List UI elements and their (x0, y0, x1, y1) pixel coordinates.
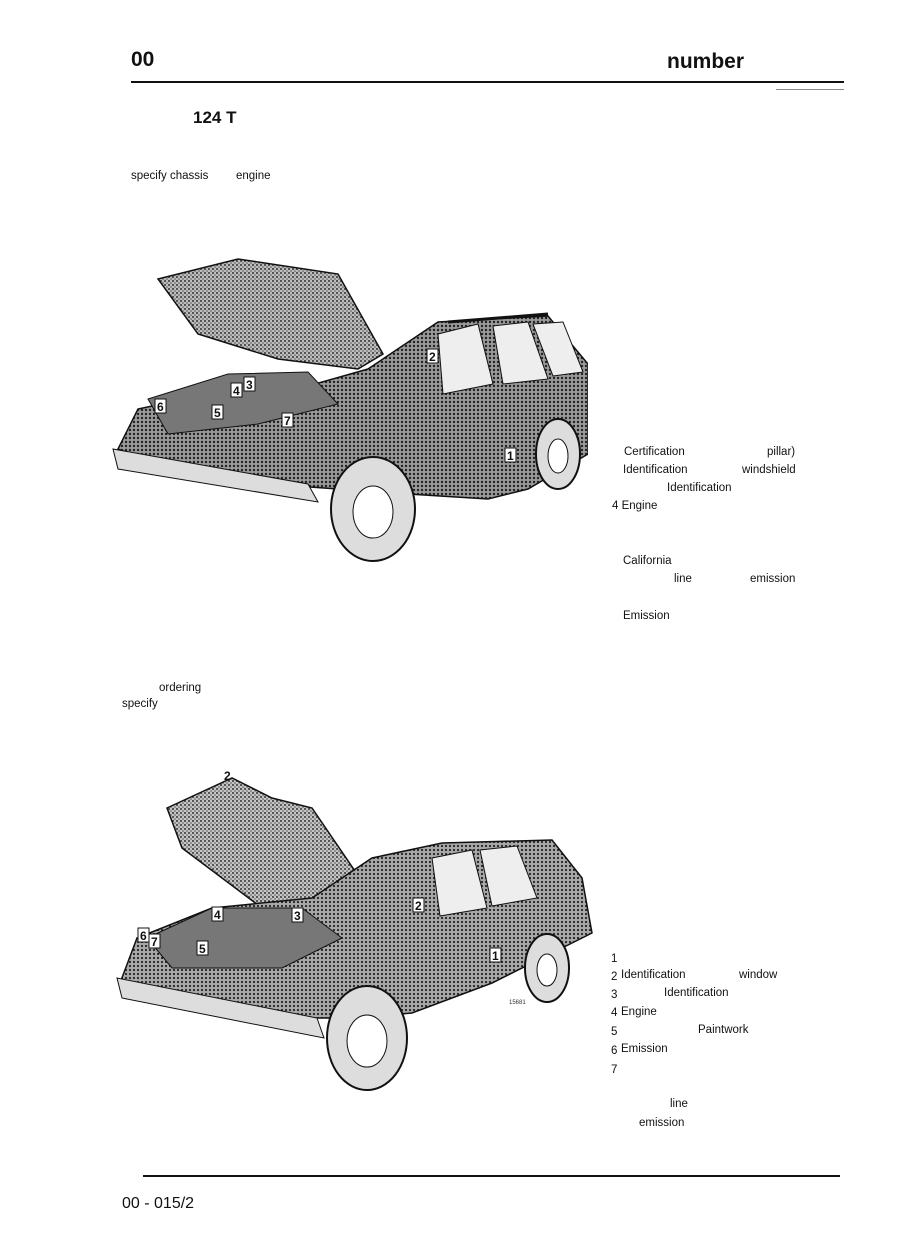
legend-number: 7 (611, 1064, 618, 1076)
callout-number: 4 (233, 384, 240, 398)
callout-badge: 3 (291, 907, 304, 923)
footer-rule (143, 1175, 840, 1177)
callout-number: 3 (294, 909, 301, 923)
header-rule-short (776, 89, 844, 90)
legend-label: California (623, 555, 672, 567)
legend-number: 1 (611, 953, 618, 965)
callout-number: 2 (224, 769, 231, 783)
legend-label: Paintwork (698, 1024, 749, 1036)
callout-number: 6 (157, 400, 164, 414)
legend-label: emission (750, 573, 796, 585)
callout-number: 7 (284, 414, 291, 428)
callout-number: 5 (199, 942, 206, 956)
callout-number: 4 (214, 908, 221, 922)
callout-badge: 2 (224, 769, 231, 783)
callout-badge: 2 (412, 897, 425, 913)
legend-label: Engine (621, 1006, 657, 1018)
estate-car-illustration: 2 4 3 6 5 7 1 (112, 258, 588, 562)
legend-label: pillar) (767, 446, 796, 458)
intro-text: specify (122, 698, 158, 710)
intro-text: ordering (159, 682, 202, 694)
callout-badge: 7 (148, 933, 161, 949)
legend-number: 6 (611, 1045, 618, 1057)
callout-badge: 7 (281, 412, 294, 428)
callout-badge: 4 (230, 382, 243, 398)
callout-badge: 6 (137, 927, 150, 943)
legend-label: 4 Engine (612, 500, 658, 512)
legend-label: emission (639, 1117, 685, 1129)
header-rule (131, 81, 844, 83)
legend-number: 5 (611, 1026, 618, 1038)
legend-label: windshield (742, 464, 796, 476)
figure-code: 15681 (509, 1000, 526, 1006)
legend-label: Identification (667, 482, 732, 494)
callout-badge: 2 (426, 348, 439, 364)
callout-badge: 3 (243, 376, 256, 392)
section-number: 00 (131, 48, 155, 71)
callout-badge: 5 (211, 404, 224, 420)
legend-number: 3 (611, 989, 618, 1001)
callout-badge: 1 (504, 447, 517, 463)
callout-badge: 1 (489, 947, 502, 963)
callout-number: 2 (415, 899, 422, 913)
legend-label: line (670, 1098, 688, 1110)
callout-number: 7 (151, 935, 158, 949)
sedan-car-illustration: 15681 2 4 3 6 7 5 2 1 (116, 769, 593, 1091)
section-heading: 124 T (193, 108, 237, 127)
legend-label: line (674, 573, 692, 585)
legend-label: Emission (623, 610, 670, 622)
legend-label: Identification (623, 464, 688, 476)
callout-number: 5 (214, 406, 221, 420)
intro-text: specify chassis (131, 170, 209, 182)
intro-text: engine (236, 170, 271, 182)
legend-label: Identification (621, 969, 686, 981)
legend-label: window (739, 969, 778, 981)
legend-label: Emission (621, 1043, 668, 1055)
callout-number: 2 (429, 350, 436, 364)
page-title: number (667, 50, 745, 73)
legend-number: 2 (611, 971, 618, 983)
legend-label: Identification (664, 987, 729, 999)
callout-badge: 5 (196, 940, 209, 956)
callout-number: 3 (246, 378, 253, 392)
legend-number: 4 (611, 1007, 618, 1019)
callout-number: 6 (140, 929, 147, 943)
page-number: 00 - 015/2 (122, 1195, 195, 1212)
callout-number: 1 (507, 449, 514, 463)
callout-number: 1 (492, 949, 499, 963)
callout-badge: 6 (154, 398, 167, 414)
legend-label: Certification (624, 446, 685, 458)
callout-badge: 4 (211, 906, 224, 922)
